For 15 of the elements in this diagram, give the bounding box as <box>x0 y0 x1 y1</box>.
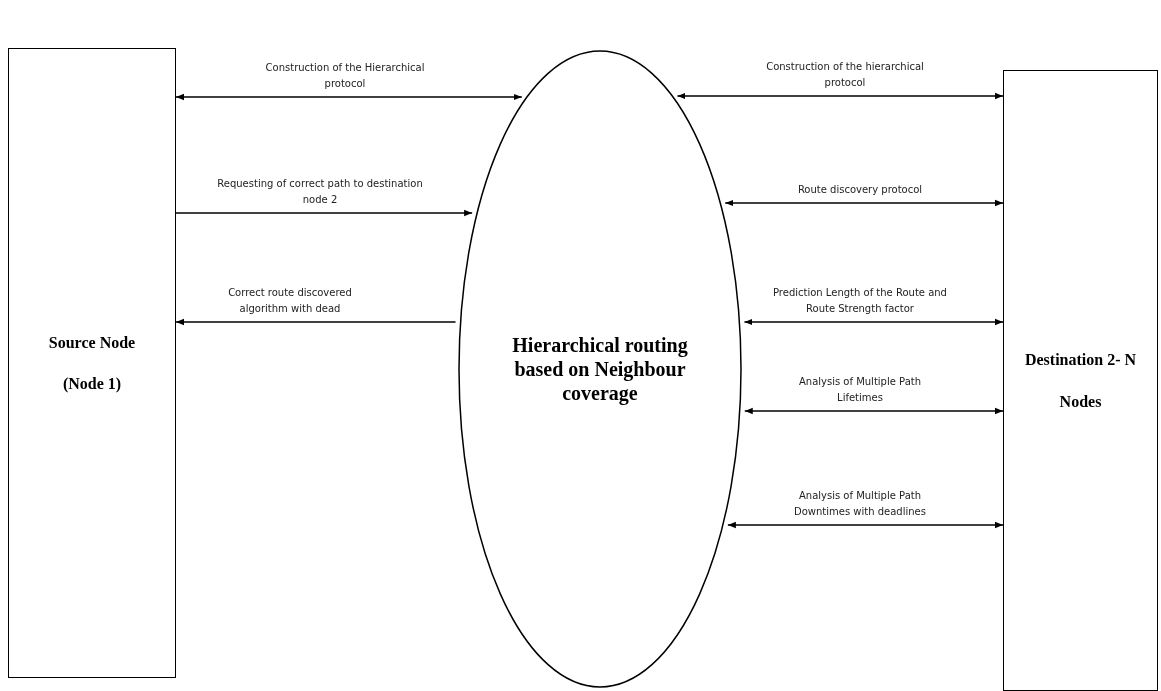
node-box <box>1003 70 1158 691</box>
node-text: Destination 2- N <box>1023 350 1138 370</box>
arrow <box>175 318 457 326</box>
node-box <box>8 48 176 678</box>
node-text: Source Node <box>47 332 137 352</box>
arrow <box>724 199 1004 207</box>
node-text: Nodes <box>1058 391 1103 411</box>
node-text: Hierarchical routing based on Neighbour coverage <box>511 333 689 405</box>
node-text: (Node 1) <box>61 374 123 394</box>
arrow <box>175 93 523 101</box>
arrow <box>676 92 1004 100</box>
arrow <box>744 407 1004 415</box>
arrow <box>727 521 1004 529</box>
arrow <box>175 209 473 217</box>
arrow <box>743 318 1004 326</box>
